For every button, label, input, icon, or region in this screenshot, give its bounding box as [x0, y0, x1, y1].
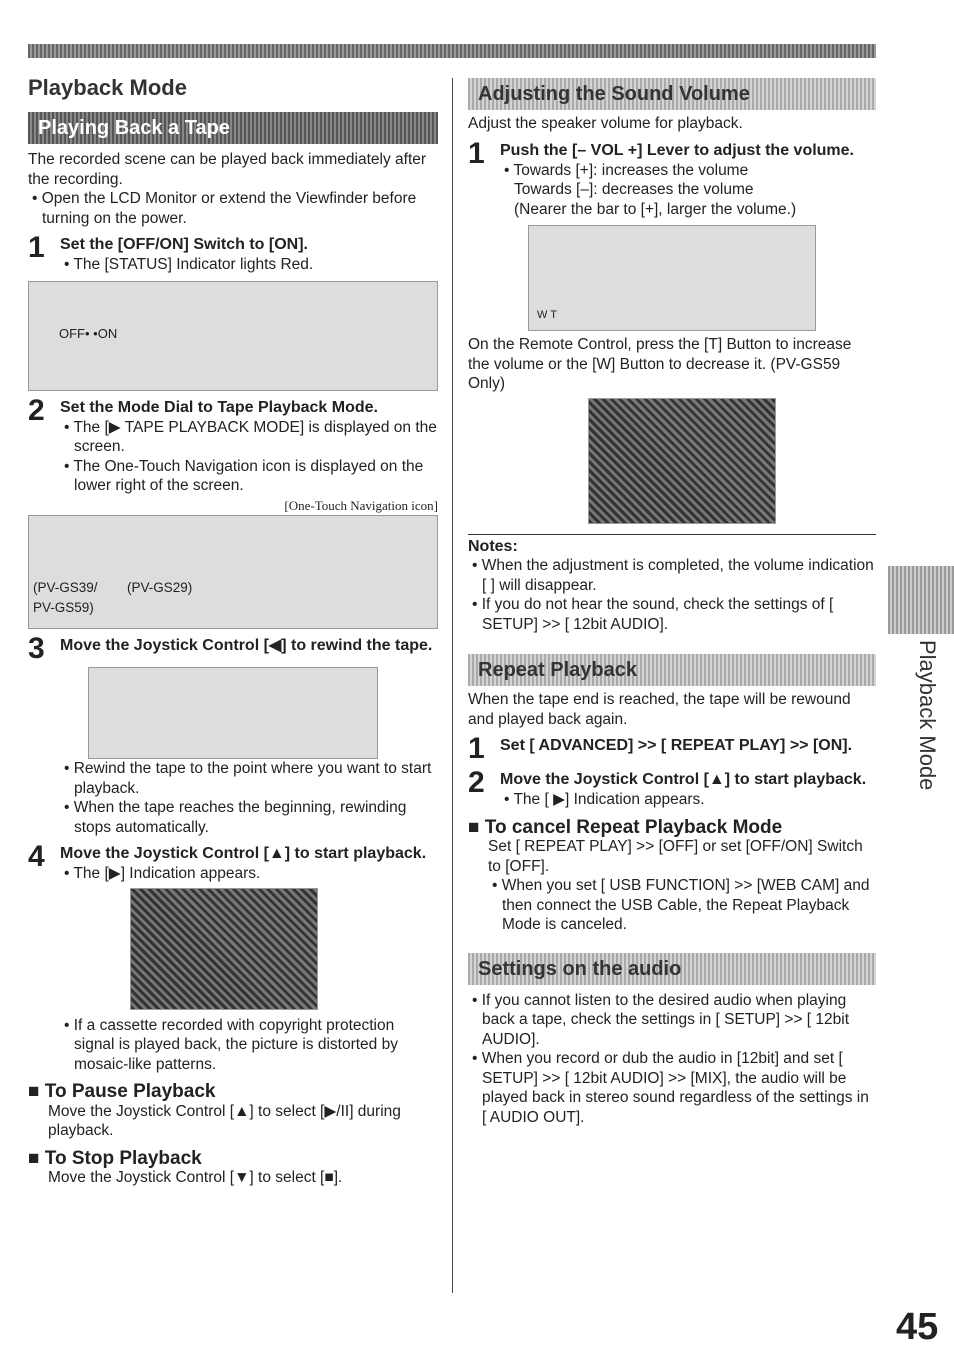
stop-text: Move the Joystick Control [▼] to select … — [48, 1169, 343, 1186]
model-label: (PV-GS39/ PV-GS59) — [33, 580, 98, 615]
step-4: 4 Move the Joystick Control [▲] to start… — [28, 840, 427, 883]
side-tab — [888, 566, 954, 634]
volume-screen-image — [588, 397, 776, 524]
notes: Notes: • When the adjustment is complete… — [468, 533, 876, 635]
nav-caption: [One-Touch Navigation icon] — [284, 497, 438, 513]
step-number: 2 — [28, 393, 45, 427]
step-bullet: The [STATUS] Indicator lights Red. — [73, 256, 314, 273]
step-title: Move the Joystick Control [◀] to rewind … — [60, 637, 433, 654]
step-title: Push the [– VOL +] Lever to adjust the v… — [500, 141, 854, 159]
band-playing-back: Playing Back a Tape — [28, 112, 438, 144]
band-audio: Settings on the audio — [468, 952, 876, 985]
column-divider — [452, 78, 453, 1293]
step-number: 4 — [28, 840, 45, 873]
step-number: 1 — [468, 136, 485, 170]
step-number: 1 — [28, 231, 45, 264]
right-column: Adjusting the Sound Volume Adjust the sp… — [468, 78, 876, 1127]
copyright-note: If a cassette recorded with copyright pr… — [73, 1016, 398, 1073]
wt-label: W T — [537, 309, 557, 321]
band-repeat: Repeat Playback — [468, 654, 876, 686]
pause-text: Move the Joystick Control [▲] to select … — [48, 1102, 401, 1140]
joystick-rewind-illustration — [88, 667, 378, 759]
step-2: 2 Set the Mode Dial to Tape Playback Mod… — [28, 393, 437, 494]
intro-bullet: • Open the LCD Monitor or extend the Vie… — [32, 190, 417, 227]
repeat-step-2: 2 Move the Joystick Control [▲] to start… — [468, 766, 867, 809]
band-volume: Adjusting the Sound Volume — [468, 78, 876, 110]
step-number: 1 — [468, 732, 485, 765]
notes-title: Notes: — [468, 537, 518, 555]
left-column: Playback Mode Playing Back a Tape The re… — [28, 75, 438, 1186]
mode-dial-illustration: (PV-GS39/ PV-GS59) (PV-GS29) — [28, 515, 438, 629]
step-title: Set the Mode Dial to Tape Playback Mode. — [60, 398, 378, 416]
step-1: 1 Set the [OFF/ON] Switch to [ON]. • The… — [28, 231, 314, 274]
playback-screen-image — [130, 887, 318, 1010]
header-bar — [28, 44, 876, 58]
volume-intro: Adjust the speaker volume for playback. — [468, 115, 743, 132]
remote-text: On the Remote Control, press the [T] But… — [468, 336, 852, 392]
pause-title: ■ To Pause Playback — [28, 1081, 216, 1102]
volume-lever-illustration: W T — [528, 225, 816, 331]
model-label: (PV-GS29) — [127, 580, 193, 595]
repeat-step-1: 1 Set [ ADVANCED] >> [ REPEAT PLAY] >> [… — [468, 732, 876, 765]
step-number: 3 — [28, 632, 45, 665]
step-3: 3 Move the Joystick Control [◀] to rewin… — [28, 632, 438, 665]
camcorder-switch-illustration: OFF• •ON — [28, 280, 438, 391]
step-title: Move the Joystick Control [▲] to start p… — [60, 845, 427, 862]
cancel-text: Set [ REPEAT PLAY] >> [OFF] or set [OFF/… — [488, 838, 863, 875]
stop-title: ■ To Stop Playback — [28, 1147, 202, 1169]
repeat-intro: When the tape end is reached, the tape w… — [468, 691, 851, 728]
side-label: Playback Mode — [915, 640, 940, 791]
cancel-title: ■ To cancel Repeat Playback Mode — [468, 816, 783, 838]
volume-step-1: 1 Push the [– VOL +] Lever to adjust the… — [468, 136, 854, 218]
intro-text: The recorded scene can be played back im… — [28, 151, 427, 188]
step-number: 2 — [468, 766, 485, 799]
switch-label: OFF• •ON — [59, 325, 118, 341]
page-number: 45 — [896, 1306, 939, 1348]
section-title: Playback Mode — [28, 75, 187, 100]
step-title: Set [ ADVANCED] >> [ REPEAT PLAY] >> [ON… — [500, 737, 853, 754]
step-title: Set the [OFF/ON] Switch to [ON]. — [60, 236, 308, 253]
step-title: Move the Joystick Control [▲] to start p… — [500, 771, 867, 788]
